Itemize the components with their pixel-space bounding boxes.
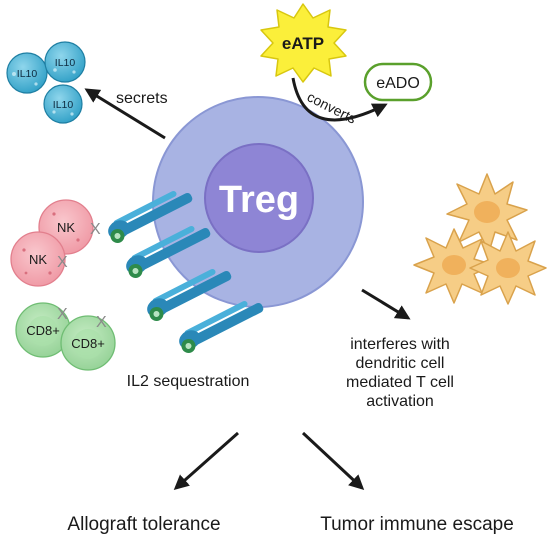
treg-label: Treg bbox=[219, 179, 299, 221]
secrets-arrow bbox=[84, 88, 166, 140]
eado-label: eADO bbox=[376, 75, 420, 92]
eado-pill: eADO bbox=[363, 62, 433, 102]
il10-label: IL10 bbox=[53, 99, 74, 111]
dendritic-text-line: dendritic cell bbox=[356, 355, 445, 372]
il10-cytokine-group: IL10 IL10 IL10 bbox=[6, 41, 86, 124]
il10-label: IL10 bbox=[55, 57, 76, 69]
dendritic-cell-group bbox=[413, 173, 547, 305]
il2-receptor bbox=[179, 300, 264, 353]
cd8-label: CD8+ bbox=[26, 323, 60, 338]
nk-cell: NK bbox=[10, 231, 66, 287]
cd8-cell: CD8+ bbox=[60, 315, 116, 371]
block-mark: X bbox=[90, 221, 101, 238]
il10-label: IL10 bbox=[17, 68, 38, 80]
il2-receptor-group bbox=[108, 190, 264, 353]
outcome-arrow-left bbox=[173, 431, 239, 490]
dendritic-text-line: activation bbox=[366, 393, 434, 410]
il10-cytokine: IL10 bbox=[6, 52, 48, 94]
il10-cytokine: IL10 bbox=[43, 84, 83, 124]
dendritic-text-line: interferes with bbox=[350, 336, 450, 353]
eatp-label: eATP bbox=[282, 34, 324, 53]
il2-receptor bbox=[126, 225, 211, 278]
cd8-label: CD8+ bbox=[71, 336, 105, 351]
nk-label: NK bbox=[57, 220, 75, 235]
il2-receptor bbox=[108, 190, 193, 243]
il10-cytokine: IL10 bbox=[44, 41, 86, 83]
outcome-tumor-immune-escape: Tumor immune escape bbox=[320, 514, 514, 535]
treg-cell: Treg bbox=[152, 96, 364, 308]
il2-receptor bbox=[147, 268, 232, 321]
dendritic-interference-text: interferes with dendritic cell mediated … bbox=[346, 336, 454, 410]
il2-sequestration-label: IL2 sequestration bbox=[127, 373, 250, 390]
nk-label: NK bbox=[29, 252, 47, 267]
interferes-arrow bbox=[361, 288, 411, 320]
converts-arrow bbox=[291, 77, 388, 122]
block-mark: X bbox=[57, 254, 68, 271]
dendritic-cell bbox=[469, 231, 547, 305]
block-mark: X bbox=[96, 314, 107, 331]
eatp-burst: eATP bbox=[260, 3, 347, 83]
dendritic-text-line: mediated T cell bbox=[346, 374, 454, 391]
dendritic-cell bbox=[413, 228, 495, 304]
secrets-label: secrets bbox=[116, 90, 168, 107]
outcome-allograft-tolerance: Allograft tolerance bbox=[67, 514, 220, 535]
block-mark: X bbox=[57, 306, 68, 323]
outcome-arrow-right bbox=[301, 431, 365, 491]
